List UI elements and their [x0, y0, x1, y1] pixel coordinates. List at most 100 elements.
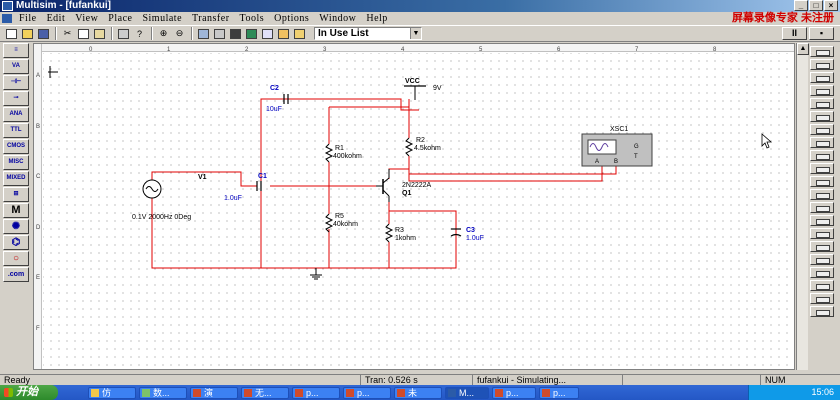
network-analyzer-icon[interactable]: [810, 215, 834, 226]
zoom-out-icon[interactable]: ⊖: [175, 28, 184, 38]
palette-web[interactable]: .com: [3, 267, 29, 282]
scroll-up-icon[interactable]: ▲: [797, 43, 809, 55]
palette-ladder[interactable]: ○: [3, 251, 29, 266]
palette-electromech[interactable]: ⌬: [3, 235, 29, 250]
menu-window[interactable]: Window: [319, 13, 357, 24]
task-button[interactable]: p...: [292, 386, 340, 399]
palette-mixed[interactable]: MIXED: [3, 171, 29, 186]
palette-sources[interactable]: ≡: [3, 43, 29, 58]
task-button[interactable]: 无...: [241, 386, 289, 399]
four-channel-scope-icon[interactable]: [810, 98, 834, 109]
q1-transistor[interactable]: [376, 169, 390, 202]
menu-view[interactable]: View: [75, 13, 99, 24]
postprocessor-icon[interactable]: [244, 27, 259, 41]
component-icon[interactable]: [196, 27, 211, 41]
paste-icon[interactable]: [92, 27, 107, 41]
r2-resistor[interactable]: [404, 137, 414, 157]
menu-help[interactable]: Help: [366, 13, 388, 24]
task-button[interactable]: 未: [394, 386, 442, 399]
palette-misc[interactable]: MISC: [3, 155, 29, 170]
r3-resistor[interactable]: [384, 223, 394, 243]
palette-ttl[interactable]: TTL: [3, 123, 29, 138]
menu-edit[interactable]: Edit: [46, 13, 66, 24]
zoom-in-icon[interactable]: ⊕: [159, 28, 168, 38]
copy-icon[interactable]: [76, 27, 91, 41]
ground-icon[interactable]: [310, 268, 322, 280]
wire-v1-c1[interactable]: [151, 171, 257, 189]
database-icon[interactable]: [212, 27, 227, 41]
palette-analog[interactable]: ANA: [3, 107, 29, 122]
task-button[interactable]: p...: [539, 386, 579, 399]
palette-indicators[interactable]: ⊞: [3, 187, 29, 202]
description-icon[interactable]: [260, 27, 275, 41]
current-probe-icon[interactable]: [810, 306, 834, 317]
wattmeter-icon[interactable]: [810, 72, 834, 83]
multimeter-icon[interactable]: [810, 46, 834, 57]
r5-resistor[interactable]: [324, 213, 334, 233]
save-icon[interactable]: [36, 27, 51, 41]
bode-plotter-icon[interactable]: [810, 111, 834, 122]
task-button[interactable]: 仿: [88, 386, 136, 399]
vertical-scrollbar[interactable]: ▲: [796, 43, 809, 370]
stop-button[interactable]: ▪: [809, 27, 834, 40]
schematic-canvas[interactable]: 0 1 2 3 4 5 6 7 8 A B C D E F: [34, 44, 795, 370]
logic-converter-icon[interactable]: [810, 163, 834, 174]
minimize-button[interactable]: _: [794, 0, 808, 11]
horizontal-scrollbar[interactable]: [33, 371, 808, 374]
menu-tools[interactable]: Tools: [239, 13, 265, 24]
task-button[interactable]: p...: [492, 386, 536, 399]
in-use-list-dropdown[interactable]: In Use List ▼: [314, 27, 422, 40]
menu-transfer[interactable]: Transfer: [192, 13, 230, 24]
maximize-button[interactable]: □: [809, 0, 823, 11]
pause-button[interactable]: II: [782, 27, 807, 40]
wire-scope-b[interactable]: [408, 166, 617, 181]
palette-meters[interactable]: VA: [3, 59, 29, 74]
palette-diodes[interactable]: ⊸: [3, 91, 29, 106]
open-folder-icon[interactable]: [20, 27, 35, 41]
task-label: p...: [357, 387, 370, 398]
menu-place[interactable]: Place: [108, 13, 133, 24]
tektronix-scope-icon[interactable]: [810, 267, 834, 278]
task-button[interactable]: 数...: [139, 386, 187, 399]
iv-analyzer-icon[interactable]: [810, 176, 834, 187]
palette-basic[interactable]: ⊣⊢: [3, 75, 29, 90]
frequency-counter-icon[interactable]: [810, 124, 834, 135]
oscilloscope-icon[interactable]: [810, 85, 834, 96]
electrical-rules-icon[interactable]: [276, 27, 291, 41]
word-generator-icon[interactable]: [810, 137, 834, 148]
agilent-multimeter-icon[interactable]: [810, 241, 834, 252]
help-icon[interactable]: ?: [136, 28, 142, 39]
agilent-generator-icon[interactable]: [810, 228, 834, 239]
menu-simulate[interactable]: Simulate: [142, 13, 183, 24]
measurement-probe-icon[interactable]: [810, 280, 834, 291]
function-generator-icon[interactable]: [810, 59, 834, 70]
cut-icon[interactable]: ✂: [63, 28, 72, 38]
ruler-row-b: B: [36, 124, 40, 130]
distortion-analyzer-icon[interactable]: [810, 189, 834, 200]
print-icon[interactable]: [116, 27, 131, 41]
grapher-icon[interactable]: [228, 27, 243, 41]
start-label: 开始: [16, 386, 38, 398]
logic-analyzer-icon[interactable]: [810, 150, 834, 161]
menu-options[interactable]: Options: [274, 13, 310, 24]
palette-misc-m[interactable]: M: [3, 203, 29, 218]
oscilloscope-xsc1[interactable]: [581, 133, 653, 167]
task-button-multisim[interactable]: M...: [445, 386, 489, 399]
start-button[interactable]: 开始: [0, 385, 58, 400]
task-label: p...: [506, 387, 519, 398]
chevron-down-icon[interactable]: ▼: [410, 28, 421, 39]
agilent-scope-icon[interactable]: [810, 254, 834, 265]
palette-rf[interactable]: ✺: [3, 219, 29, 234]
back-annotate-icon[interactable]: [292, 27, 307, 41]
task-button[interactable]: 演: [190, 386, 238, 399]
menu-file[interactable]: File: [19, 13, 37, 24]
palette-cmos[interactable]: CMOS: [3, 139, 29, 154]
r1-resistor[interactable]: [324, 143, 334, 163]
task-button[interactable]: p...: [343, 386, 391, 399]
document-icon[interactable]: [2, 14, 12, 23]
new-file-icon[interactable]: [4, 27, 19, 41]
labview-icon[interactable]: [810, 293, 834, 304]
schematic-workspace[interactable]: 0 1 2 3 4 5 6 7 8 A B C D E F: [33, 43, 795, 370]
spectrum-analyzer-icon[interactable]: [810, 202, 834, 213]
close-button[interactable]: ×: [824, 0, 838, 11]
